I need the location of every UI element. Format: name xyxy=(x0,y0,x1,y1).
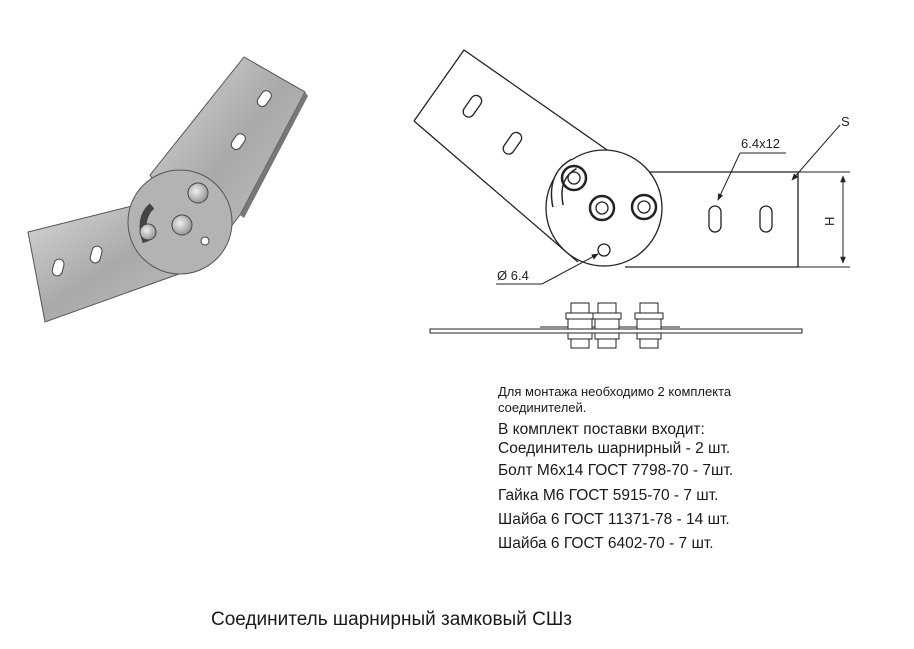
slot-size-label: 6.4x12 xyxy=(741,136,780,151)
slot-hole xyxy=(51,258,65,277)
hole-diameter-label: Ø 6.4 xyxy=(497,268,529,283)
thickness-leader xyxy=(791,124,841,181)
kit-heading: В комплект поставки входит: xyxy=(498,421,705,438)
bolt-head xyxy=(139,223,157,241)
plan-view xyxy=(413,49,850,285)
height-label: H xyxy=(822,217,837,226)
slot-leader xyxy=(717,152,741,201)
bolt-outer xyxy=(588,194,616,222)
bolt-head xyxy=(171,214,193,236)
isometric-view xyxy=(27,56,308,323)
hinge-disc xyxy=(545,149,663,267)
bolt-inner xyxy=(595,201,609,215)
slot-hole xyxy=(462,94,483,118)
bolt-stack xyxy=(565,302,664,349)
kit-item: Шайба 6 ГОСТ 6402-70 - 7 шт. xyxy=(498,535,714,552)
bolt-head xyxy=(187,182,209,204)
hole-leader xyxy=(541,253,599,285)
side-plate xyxy=(429,328,803,334)
bolt-outer xyxy=(630,193,658,221)
thickness-label: S xyxy=(841,114,850,129)
bolt-inner xyxy=(567,171,581,185)
side-view xyxy=(429,302,803,349)
slot-hole xyxy=(708,205,722,233)
bolt-inner xyxy=(637,200,651,214)
kit-item: Гайка М6 ГОСТ 5915-70 - 7 шт. xyxy=(498,487,719,504)
product-caption: Соединитель шарнирный замковый СШз xyxy=(211,609,572,630)
straight-plate-outline xyxy=(625,171,799,268)
plate-edge xyxy=(240,92,308,218)
slot-hole xyxy=(256,90,272,107)
bolt-outer xyxy=(560,164,588,192)
angled-plate-outline xyxy=(413,49,611,263)
mount-note-line2: соединителей. xyxy=(498,400,587,415)
kit-item: Шайба 6 ГОСТ 11371-78 - 14 шт. xyxy=(498,511,730,528)
kit-item: Болт М6х14 ГОСТ 7798-70 - 7шт. xyxy=(498,462,734,479)
small-hole xyxy=(597,243,611,257)
slot-hole xyxy=(89,245,103,264)
slot-hole xyxy=(502,131,523,155)
kit-item: Соединитель шарнирный - 2 шт. xyxy=(498,440,731,457)
mount-note-line1: Для монтажа необходимо 2 комплекта xyxy=(498,384,732,399)
slot-hole xyxy=(759,205,773,233)
slot-hole xyxy=(230,133,246,150)
small-hole xyxy=(200,236,210,246)
